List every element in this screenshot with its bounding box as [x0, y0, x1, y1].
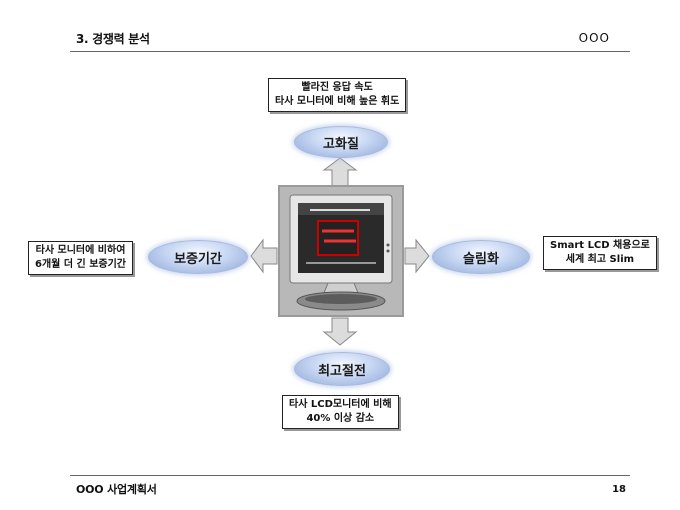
power-saving-oval: 최고절전 [294, 352, 390, 386]
warranty-label: 보증기간 [174, 251, 222, 267]
power-saving-label: 최고절전 [318, 363, 366, 379]
up-arrow-icon [322, 157, 358, 187]
footer-divider [70, 475, 630, 476]
page-number: 18 [612, 484, 626, 495]
quality-oval: 고화질 [294, 126, 388, 158]
right-note-line-1: Smart LCD 채용으로 [550, 240, 650, 251]
top-note-line-2: 타사 모니터에 비해 높은 휘도 [275, 96, 400, 107]
page-title: 3. 경쟁력 분석 [76, 32, 150, 46]
left-note-box: 타사 모니터에 비하여 6개월 더 긴 보증기간 [28, 241, 134, 275]
right-arrow-icon [404, 238, 430, 274]
right-note-box: Smart LCD 채용으로 세계 최고 Slim [543, 236, 657, 270]
left-arrow-icon [250, 238, 278, 274]
bottom-note-box: 타사 LCD모니터에 비해 40% 이상 감소 [282, 395, 399, 429]
slim-oval: 슬림화 [432, 240, 530, 274]
company-mark: OOO [578, 31, 610, 45]
left-note-line-1: 타사 모니터에 비하여 [35, 245, 126, 256]
right-note-line-2: 세계 최고 Slim [565, 254, 635, 265]
bottom-note-line-1: 타사 LCD모니터에 비해 [289, 399, 392, 410]
footer-title: OOO 사업계획서 [76, 483, 157, 496]
header-divider [70, 51, 630, 52]
bottom-note-line-2: 40% 이상 감소 [306, 413, 375, 424]
top-note-box: 빨라진 응답 속도 타사 모니터에 비해 높은 휘도 [268, 78, 407, 112]
left-note-line-2: 6개월 더 긴 보증기간 [35, 259, 127, 270]
warranty-oval: 보증기간 [148, 240, 248, 274]
monitor-image [278, 185, 404, 317]
down-arrow-icon [322, 317, 358, 346]
quality-label: 고화질 [323, 136, 359, 152]
slim-label: 슬림화 [463, 251, 499, 267]
top-note-line-1: 빨라진 응답 속도 [301, 82, 373, 93]
